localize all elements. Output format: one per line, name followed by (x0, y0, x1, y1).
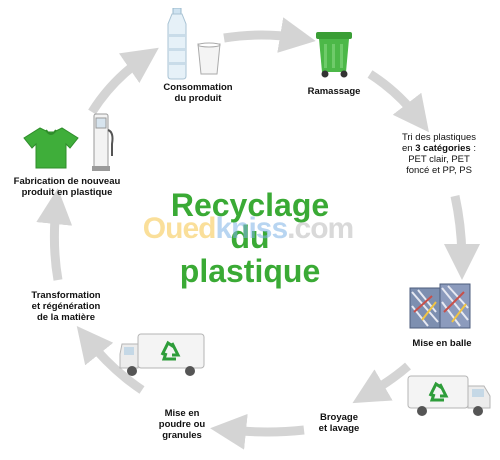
step-label-mise-en-balle: Mise en balle (412, 338, 472, 349)
step-label-fabrication: Fabrication de nouveau produit en plasti… (13, 176, 121, 198)
arrow-poudre-to-transformation (76, 325, 145, 394)
step-label-consommation: Consommation du produit (163, 82, 233, 104)
bottle-icon (167, 8, 187, 80)
arrow-consommation-to-ramassage (223, 17, 316, 53)
arrow-transformation-to-fabrication (36, 188, 73, 281)
watermark-part3: .com (287, 212, 354, 245)
step-label-tri: Tri des plastiques en 3 catégories : PET… (401, 132, 477, 176)
arrow-broyage-to-poudre (210, 413, 305, 450)
arrow-tri-to-balle (443, 195, 480, 280)
diagram-title-line1: Recyclage (170, 187, 330, 223)
truck-icon (407, 375, 491, 416)
diagram-title-line3: plastique (179, 253, 321, 289)
arrow-balle-to-broyage (352, 362, 411, 404)
arrow-fabrication-to-consommation (88, 47, 159, 115)
glass-icon (197, 42, 221, 75)
shirt-icon (23, 127, 79, 169)
arrow-ramassage-to-tri (367, 70, 429, 133)
diagram-title-line2: du (230, 219, 270, 255)
truck-icon (119, 333, 205, 376)
bales-icon (409, 283, 471, 329)
bin-icon (316, 32, 352, 78)
watermark: Ouedkniss.com (118, 212, 378, 246)
watermark-part2: kniss (215, 212, 288, 245)
step-label-ramassage: Ramassage (307, 86, 361, 97)
watermark-part1: Oued (142, 212, 217, 245)
step-label-poudre: Mise en poudre ou granules (158, 408, 206, 441)
step-label-broyage: Broyage et lavage (318, 412, 360, 434)
step-label-transformation: Transformation et régénération de la mat… (31, 290, 101, 323)
fuel-pump-icon (92, 113, 114, 171)
